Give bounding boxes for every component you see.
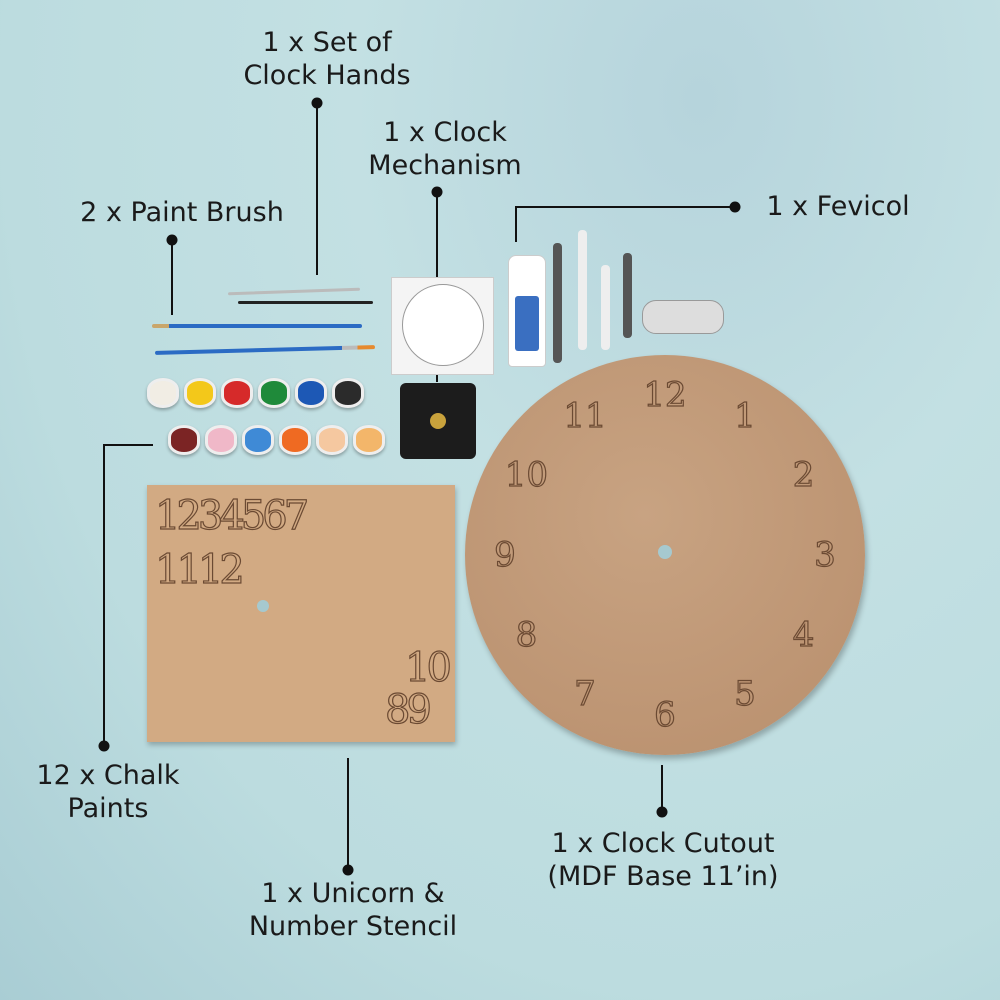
stencil-numbers: 10 [404,644,452,691]
clock-face-sample [391,277,494,375]
leader-line [516,206,735,208]
clock-number: 8 [515,614,538,655]
paint-brush [152,324,362,328]
clock-number: 6 [654,694,677,735]
clock-number: 11 [563,396,607,437]
clock-number: 2 [792,454,815,495]
paint-pot [147,378,179,408]
paint-pot [184,378,216,408]
clock-hand [227,287,361,296]
clock-hand [553,243,562,363]
stencil-numbers: 1112 [154,546,245,593]
clock-number: 5 [734,673,757,714]
clock-number: 7 [574,673,597,714]
clock-mechanism [400,383,476,459]
stencil-numbers: 89 [384,686,432,733]
leader-line [171,240,173,315]
paint-pot [316,425,348,455]
paint-brush [154,345,376,355]
clock-number: 1 [734,396,757,437]
leader-line [316,103,318,275]
paint-pot [242,425,274,455]
paint-pot [279,425,311,455]
clock-number: 9 [494,534,517,575]
label-clock-cutout: 1 x Clock Cutout(MDF Base 11’in) [547,828,779,892]
leader-dot [656,806,668,818]
leader-dot [166,234,178,246]
clock-hand [601,265,610,350]
leader-line [103,445,105,746]
paint-pot [353,425,385,455]
leader-line [515,206,517,242]
leader-dot [729,201,741,213]
leader-dot [342,864,354,876]
clock-hand [238,301,373,304]
paint-pot [205,425,237,455]
unicorn-number-stencil: 1234567 1112 10 89 [147,485,455,742]
wall-hanger [642,300,724,334]
paint-pot [332,378,364,408]
clock-number: 12 [643,374,687,415]
paint-pot [221,378,253,408]
clock-number: 3 [814,534,837,575]
leader-dot [431,186,443,198]
leader-dot [311,97,323,109]
clock-number: 4 [792,614,815,655]
leader-line [103,444,153,446]
stencil-numbers: 1234567 [154,492,309,539]
label-fevicol: 1 x Fevicol [766,191,910,222]
clock-hand [578,230,587,350]
leader-dot [98,740,110,752]
paint-pot [258,378,290,408]
paint-pot [168,425,200,455]
clock-number: 10 [504,454,549,495]
leader-line [347,758,349,870]
label-paint-brush: 2 x Paint Brush [80,197,284,228]
label-stencil: 1 x Unicorn &Number Stencil [248,878,458,942]
leader-line [661,765,663,812]
paint-pot [295,378,327,408]
fevicol-bottle [508,255,546,367]
clock-hand [623,253,632,338]
